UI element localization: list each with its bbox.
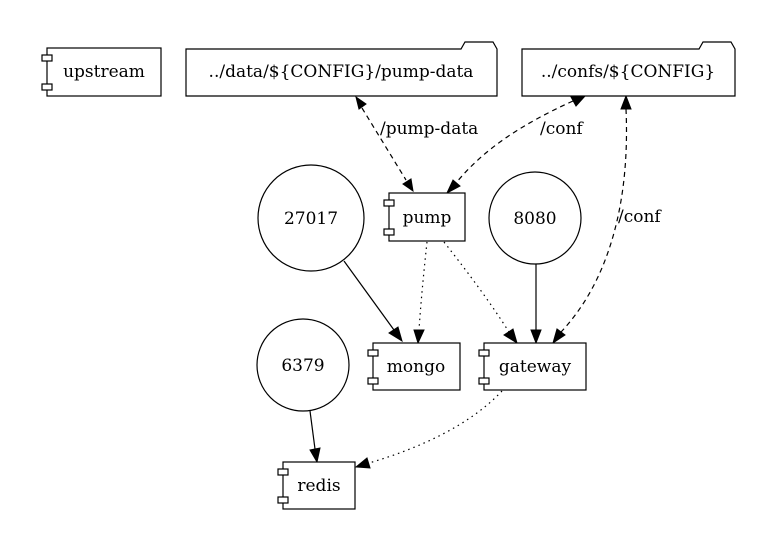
edge-label-conf-gateway: /conf: [618, 207, 662, 227]
node-label-27017: 27017: [284, 209, 338, 229]
component-port-icon: [277, 496, 289, 504]
component-port-icon: [478, 349, 490, 357]
node-label-pump-data-folder: ../data/${CONFIG}/pump-data: [209, 62, 474, 82]
node-label-6379: 6379: [281, 356, 324, 376]
arrowhead-icon: [620, 94, 632, 110]
node-gateway[interactable]: gateway: [478, 342, 587, 391]
node-upstream[interactable]: upstream: [41, 47, 162, 97]
component-port-icon: [41, 83, 53, 91]
arrowhead-icon: [402, 178, 414, 193]
component-port-icon: [277, 468, 289, 476]
folder-icon: [185, 41, 498, 97]
arrowhead-icon: [388, 326, 403, 343]
component-port-icon: [367, 349, 379, 357]
node-label-confs-folder: ../confs/${CONFIG}: [541, 62, 715, 82]
edge-label-pump-data: /pump-data: [380, 119, 478, 139]
node-pump-data-folder[interactable]: ../data/${CONFIG}/pump-data: [185, 41, 498, 97]
node-mongo[interactable]: mongo: [367, 342, 461, 391]
component-port-icon: [383, 199, 395, 207]
node-port-27017[interactable]: 27017: [257, 164, 365, 272]
node-pump[interactable]: pump: [383, 192, 466, 242]
arrowhead-icon: [445, 179, 461, 195]
folder-icon: [521, 41, 736, 97]
node-redis[interactable]: redis: [277, 461, 356, 510]
node-port-8080[interactable]: 8080: [488, 171, 582, 265]
edge-pump-to-mongo: [413, 241, 428, 345]
edge-confs-to-gateway: /conf: [552, 94, 662, 345]
arrowhead-icon: [530, 329, 542, 345]
arrowhead-icon: [355, 95, 367, 110]
node-label-upstream: upstream: [63, 62, 145, 82]
arrowhead-icon: [354, 457, 371, 469]
component-port-icon: [367, 377, 379, 385]
edge-pump-data-to-pump: /pump-data: [355, 95, 478, 193]
node-label-mongo: mongo: [387, 357, 445, 377]
edge-8080-to-gateway: [530, 263, 542, 345]
node-label-gateway: gateway: [499, 357, 572, 377]
arrowhead-icon: [309, 447, 321, 464]
component-port-icon: [383, 228, 395, 236]
arrowhead-icon: [570, 95, 587, 107]
edge-confs-to-pump: /conf: [445, 95, 587, 195]
node-port-6379[interactable]: 6379: [256, 318, 350, 412]
component-port-icon: [41, 54, 53, 62]
node-label-8080: 8080: [513, 209, 556, 229]
edge-label-conf-pump: /conf: [540, 119, 584, 139]
node-label-pump: pump: [403, 208, 452, 228]
node-confs-folder[interactable]: ../confs/${CONFIG}: [521, 41, 736, 97]
edge-gateway-to-redis: [354, 390, 503, 469]
component-port-icon: [478, 377, 490, 385]
edge-27017-to-mongo: [343, 260, 403, 343]
edge-6379-to-redis: [309, 410, 321, 464]
edge-pump-to-gateway: [443, 241, 518, 345]
arrowhead-icon: [503, 328, 518, 345]
node-label-redis: redis: [297, 476, 340, 496]
arrowhead-icon: [552, 328, 566, 345]
arrowhead-icon: [413, 329, 425, 345]
